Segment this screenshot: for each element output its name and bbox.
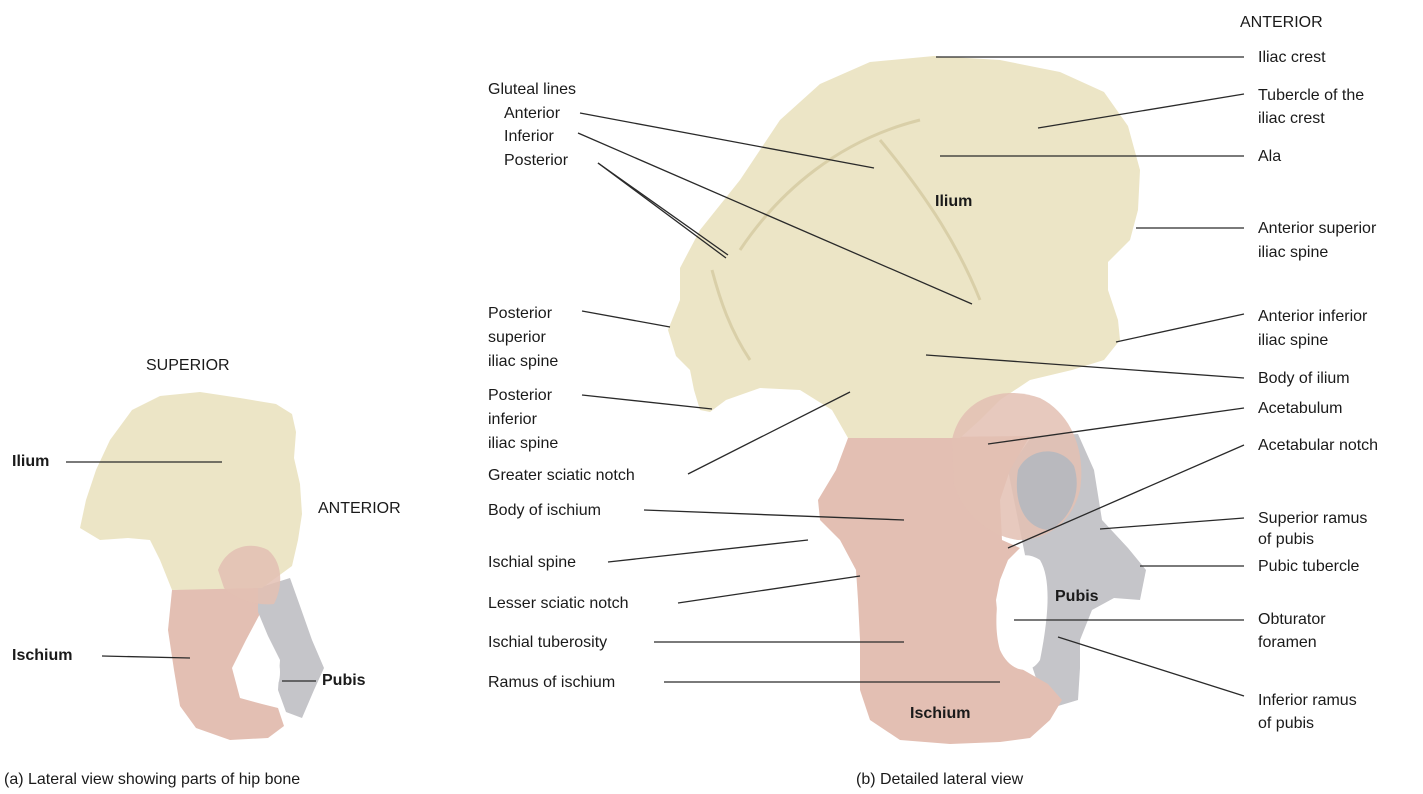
panel-b-obturator-foramen (996, 555, 1047, 670)
label-body-of-ilium: Body of ilium (1258, 369, 1350, 388)
leader-piis (582, 395, 712, 409)
panel-b-ilium-label: Ilium (935, 192, 972, 211)
label-obturator-line2: foramen (1258, 633, 1317, 652)
panel-b-anterior-label: ANTERIOR (1240, 13, 1323, 32)
label-gluteal-anterior: Anterior (504, 104, 560, 123)
label-piis-line1: Posterior (488, 386, 552, 405)
leader-inferior-ramus (1058, 637, 1244, 696)
label-tubercle-line2: iliac crest (1258, 109, 1325, 128)
panel-a-pubis-label: Pubis (322, 671, 366, 690)
label-ala: Ala (1258, 147, 1281, 166)
label-greater-sciatic-notch: Greater sciatic notch (488, 466, 635, 485)
leader-ischial-spine (608, 540, 808, 562)
label-superior-ramus-line1: Superior ramus (1258, 509, 1367, 528)
leader-aiis (1116, 314, 1244, 342)
leader-psis (582, 311, 670, 327)
label-aiis-line2: iliac spine (1258, 331, 1328, 350)
panel-a-caption: (a) Lateral view showing parts of hip bo… (4, 770, 300, 789)
label-lesser-sciatic-notch: Lesser sciatic notch (488, 594, 629, 613)
leader-superior-ramus (1100, 518, 1244, 529)
label-ischial-tuberosity: Ischial tuberosity (488, 633, 607, 652)
label-pubic-tubercle: Pubic tubercle (1258, 557, 1359, 576)
label-tubercle-line1: Tubercle of the (1258, 86, 1364, 105)
panel-b-ilium-shape (668, 56, 1140, 438)
panel-b-ischium-label: Ischium (910, 704, 970, 723)
label-inferior-ramus-line2: of pubis (1258, 714, 1314, 733)
label-asis-line2: iliac spine (1258, 243, 1328, 262)
panel-b-bone (668, 56, 1146, 744)
label-ramus-of-ischium: Ramus of ischium (488, 673, 615, 692)
label-gluteal-inferior: Inferior (504, 127, 554, 146)
label-superior-ramus-line2: of pubis (1258, 530, 1314, 549)
label-aiis-line1: Anterior inferior (1258, 307, 1367, 326)
panel-a-anterior-label: ANTERIOR (318, 499, 401, 518)
label-psis-line3: iliac spine (488, 352, 558, 371)
panel-a-bone (80, 392, 324, 740)
label-obturator-line1: Obturator (1258, 610, 1326, 629)
leader-gluteal-posterior-b (598, 163, 726, 258)
panel-a-superior-label: SUPERIOR (146, 356, 230, 375)
label-acetabular-notch: Acetabular notch (1258, 436, 1378, 455)
label-psis-line2: superior (488, 328, 546, 347)
leader-lesser-sciatic-notch (678, 576, 860, 603)
label-inferior-ramus-line1: Inferior ramus (1258, 691, 1357, 710)
panel-a-ilium-label: Ilium (12, 452, 49, 471)
label-gluteal-posterior: Posterior (504, 151, 568, 170)
panel-b-pubis-label: Pubis (1055, 587, 1099, 606)
label-piis-line3: iliac spine (488, 434, 558, 453)
label-body-of-ischium: Body of ischium (488, 501, 601, 520)
label-asis-line1: Anterior superior (1258, 219, 1376, 238)
panel-a-ischium-label: Ischium (12, 646, 72, 665)
panel-a-obturator-foramen (236, 642, 280, 702)
label-ischial-spine: Ischial spine (488, 553, 576, 572)
label-psis-line1: Posterior (488, 304, 552, 323)
panel-b-caption: (b) Detailed lateral view (856, 770, 1023, 789)
label-gluteal-lines: Gluteal lines (488, 80, 576, 99)
label-iliac-crest: Iliac crest (1258, 48, 1326, 67)
label-piis-line2: inferior (488, 410, 537, 429)
label-acetabulum: Acetabulum (1258, 399, 1343, 418)
